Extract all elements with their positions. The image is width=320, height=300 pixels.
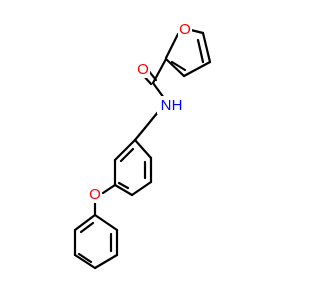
bond-ring2-inner-c bbox=[79, 221, 95, 234]
bond-furan-c2-c3 bbox=[164, 57, 186, 78]
bond-ring2-1-2 bbox=[93, 213, 119, 232]
bond-n-ch2 bbox=[143, 110, 160, 130]
carbonyl-oxygen-label: O bbox=[137, 61, 149, 78]
bond-ring1-3-4 bbox=[130, 180, 153, 197]
bond-ring2-4-5 bbox=[73, 253, 97, 270]
molecule-canvas: O O N H O bbox=[73, 20, 212, 270]
carbonyl-oxygen-bg bbox=[136, 60, 150, 78]
bond-ring2-6-1 bbox=[73, 213, 97, 232]
amide-nitrogen-label: N bbox=[161, 97, 172, 114]
bond-ring1-4-5 bbox=[113, 183, 134, 197]
bond-ring1-ether-o bbox=[101, 183, 117, 195]
bond-furan-c4-c5-inner bbox=[196, 38, 205, 64]
bond-furan-c2-c3-inner bbox=[170, 60, 187, 72]
bond-furan-c4-c5 bbox=[201, 31, 212, 64]
furan-oxygen-label: O bbox=[179, 21, 191, 38]
bond-ring2-inner-b bbox=[77, 252, 93, 264]
bond-ring2-3-4 bbox=[93, 253, 119, 270]
bond-furan-c3-c4 bbox=[182, 60, 212, 78]
bond-ch2-ring bbox=[133, 126, 147, 142]
amide-nh-bg bbox=[157, 96, 183, 114]
bond-ring1-inner-b bbox=[117, 181, 130, 190]
ether-oxygen-label: O bbox=[89, 186, 101, 203]
bond-furan-c5-o bbox=[189, 28, 205, 35]
atom-labels: O O N H O bbox=[88, 20, 192, 203]
central-benzene-ring bbox=[113, 138, 153, 197]
ether-oxygen-bg bbox=[88, 185, 102, 203]
bond-ring1-6-1 bbox=[113, 138, 137, 162]
furan-oxygen-bg bbox=[178, 20, 192, 38]
molecule-structure: O O N H O bbox=[73, 20, 212, 270]
bond-ring1-1-2 bbox=[133, 138, 153, 160]
bond-carbonyl-n bbox=[151, 81, 166, 100]
furan-ring bbox=[164, 28, 212, 78]
amide-hydrogen-label: H bbox=[172, 97, 183, 114]
phenyl-ring bbox=[73, 213, 119, 270]
bond-furan-o-c2 bbox=[164, 32, 180, 60]
bond-ring1-inner-c bbox=[119, 147, 135, 163]
